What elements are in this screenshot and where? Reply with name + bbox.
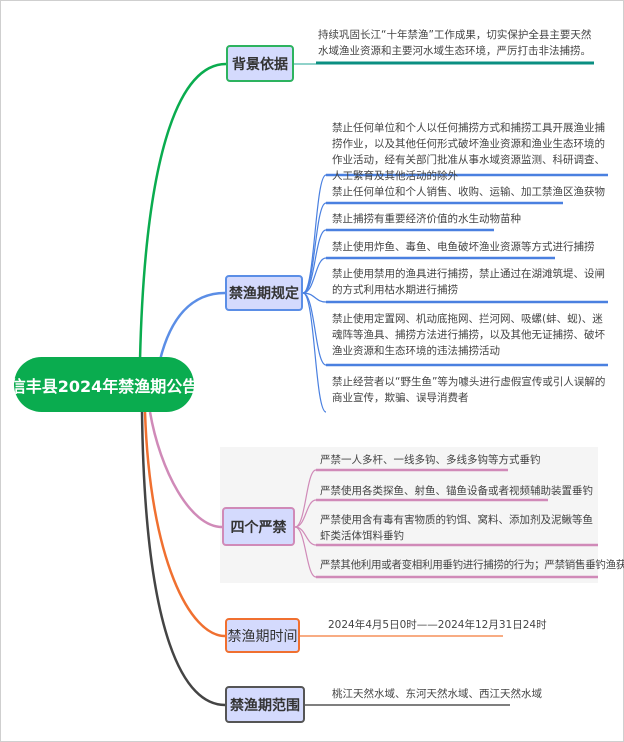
prohibition-item[interactable]: 严禁使用各类探鱼、射鱼、锚鱼设备或者视频辅助装置垂钓 <box>320 485 593 497</box>
prohibition-item[interactable]: 严禁一人多杆、一线多钩、多线多钩等方式垂钓 <box>320 454 541 466</box>
rule-item[interactable]: 禁止使用定置网、机动底拖网、拦河网、吸螺(蚌、蚬)、迷魂阵等渔具、捕捞方法进行捕… <box>332 313 605 357</box>
rule-item[interactable]: 禁止任何单位和个人以任何捕捞方式和捕捞工具开展渔业捕捞作业，以及其他任何形式破坏… <box>332 122 605 182</box>
scope-text[interactable]: 桃江天然水域、东河天然水域、西江天然水域 <box>332 688 542 700</box>
rule-item[interactable]: 禁止使用禁用的渔具进行捕捞，禁止通过在湖滩筑堤、设闸的方式利用枯水期进行捕捞 <box>332 268 605 296</box>
branch-background[interactable]: 背景依据 <box>226 45 294 82</box>
branch-prohibitions[interactable]: 四个严禁 <box>222 507 295 546</box>
connector-scope <box>140 411 226 707</box>
rule-item[interactable]: 禁止捕捞有重要经济价值的水生动物苗种 <box>332 213 521 225</box>
branch-rules[interactable]: 禁渔期规定 <box>225 275 303 311</box>
rule-item[interactable]: 禁止任何单位和个人销售、收购、运输、加工禁渔区渔获物 <box>332 186 605 198</box>
branch-time[interactable]: 禁渔期时间 <box>225 618 300 653</box>
root-topic[interactable]: 信丰县2024年禁渔期公告 <box>10 357 198 412</box>
connector-rules <box>158 291 226 361</box>
connector-time <box>143 411 226 638</box>
background-text[interactable]: 持续巩固长江“十年禁渔”工作成果，切实保护全县主要天然水域渔业资源和主要河水域生… <box>318 29 592 57</box>
prohibition-item[interactable]: 严禁其他利用或者变相利用垂钓进行捕捞的行为；严禁销售垂钓渔获物 <box>320 559 624 571</box>
prohibition-item[interactable]: 严禁使用含有毒有害物质的钓饵、窝料、添加剂及泥鳅等鱼虾类活体饵料垂钓 <box>320 514 593 542</box>
rule-item[interactable]: 禁止使用炸鱼、毒鱼、电鱼破坏渔业资源等方式进行捕捞 <box>332 241 595 253</box>
connector-background <box>138 62 227 361</box>
connector-prohibitions <box>148 411 223 529</box>
rule-item[interactable]: 禁止经营者以“野生鱼”等为噱头进行虚假宣传或引人误解的商业宣传，欺骗、误导消费者 <box>332 376 606 404</box>
branch-scope[interactable]: 禁渔期范围 <box>225 686 305 723</box>
time-text[interactable]: 2024年4月5日0时——2024年12月31日24时 <box>328 619 547 631</box>
